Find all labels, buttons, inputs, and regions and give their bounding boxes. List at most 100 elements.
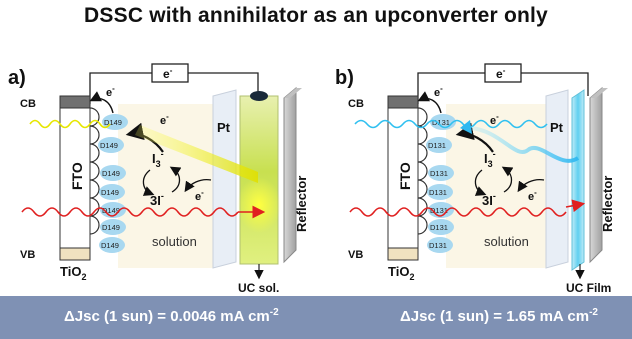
triiodide-label: I3-	[484, 149, 496, 169]
solution-label: solution	[484, 234, 529, 249]
pt-electron-arrow	[184, 178, 212, 193]
blue-light-wave	[354, 119, 548, 129]
dye-bubble	[427, 237, 453, 253]
cb-band	[387, 95, 419, 109]
dye-bubble	[100, 202, 126, 218]
redox-arrow-right	[501, 166, 514, 193]
dye-label: D131	[430, 169, 448, 178]
dye-label: D149	[102, 169, 120, 178]
result-b-sup: -2	[589, 307, 598, 318]
vb-band	[387, 247, 419, 261]
reflector-edge	[590, 88, 608, 98]
electron-label: e-	[434, 84, 443, 99]
regeneration-arrow	[455, 122, 494, 153]
reflector-label: Reflector	[294, 176, 309, 232]
tio2-nanoparticles	[417, 107, 428, 235]
dye-label: D131	[429, 241, 447, 250]
result-b: ΔJsc (1 sun) = 1.65 mA cm-2	[400, 307, 598, 325]
electron-label: e-	[490, 112, 499, 127]
result-a-text: ΔJsc (1 sun) = 0.0046 mA cm	[64, 308, 270, 325]
red-light-wave	[349, 207, 567, 217]
uc-film	[571, 89, 585, 271]
dye-label: D149	[102, 223, 120, 232]
tio2-nanoparticles	[89, 107, 100, 235]
injection-arrow	[417, 91, 442, 114]
redox-arrow-left	[142, 169, 155, 196]
panel-a: a) e- Pt UC sol. Reflector FTO CB VB TiO…	[8, 63, 309, 295]
pt-label: Pt	[550, 120, 564, 135]
injection-arrow	[89, 91, 114, 114]
load-box	[484, 63, 522, 83]
figure-title: DSSC with annihilator as an upconverter …	[84, 4, 548, 27]
redox-arrow-right	[169, 166, 182, 193]
uc-emission-glow	[237, 177, 281, 233]
cb-label: CB	[348, 98, 364, 110]
dye-label: D131	[432, 118, 450, 127]
result-bar: ΔJsc (1 sun) = 0.0046 mA cm-2 ΔJsc (1 su…	[0, 296, 632, 339]
tio2-label: TiO2	[388, 264, 414, 282]
pt-electrode	[212, 89, 237, 269]
load-electron-label: e-	[496, 66, 506, 81]
upconverted-beam	[469, 126, 580, 163]
pt-electron-arrow	[517, 178, 545, 193]
dye-bubble	[428, 219, 454, 235]
triiodide-label: I3-	[152, 149, 164, 169]
tio2-label: TiO2	[60, 264, 86, 282]
uc-label: UC sol.	[238, 281, 279, 295]
electron-label: e-	[160, 112, 169, 127]
dye-label: D149	[101, 241, 119, 250]
upconverted-beam	[135, 125, 258, 183]
cb-label: CB	[20, 98, 36, 110]
reflector-plate	[589, 86, 603, 264]
reflector-label: Reflector	[600, 176, 615, 232]
dye-bubble	[99, 237, 125, 253]
electron-label: e-	[106, 84, 115, 99]
electron-label: e-	[528, 188, 537, 203]
dye-label: D149	[100, 141, 118, 150]
reflector-edge	[284, 88, 302, 98]
dye-bubble	[100, 165, 126, 181]
dye-bubble	[100, 219, 126, 235]
result-b-text: ΔJsc (1 sun) = 1.65 mA cm	[400, 308, 590, 325]
dye-bubble	[428, 165, 454, 181]
yellow-light-wave	[29, 119, 111, 129]
pt-electrode	[545, 89, 569, 269]
dye-bubble	[426, 137, 452, 153]
load-box	[151, 63, 189, 83]
pt-label: Pt	[217, 120, 231, 135]
vb-label: VB	[20, 249, 35, 261]
reflector-plate	[283, 86, 297, 264]
diagram-canvas: a) e- Pt UC sol. Reflector FTO CB VB TiO…	[8, 63, 615, 295]
result-a: ΔJsc (1 sun) = 0.0046 mA cm-2	[64, 307, 279, 325]
dye-label: D131	[429, 188, 447, 197]
panel-label: b)	[335, 67, 354, 89]
load-electron-label: e-	[163, 66, 173, 81]
redox-arrow-left	[474, 169, 487, 196]
iodide-label: 3I-	[150, 191, 164, 208]
dye-label: D131	[430, 223, 448, 232]
dye-bubble	[98, 137, 124, 153]
uc-label: UC Film	[566, 281, 611, 295]
cb-band	[59, 95, 91, 109]
electron-label: e-	[195, 188, 204, 203]
red-light-arrow	[565, 199, 586, 213]
red-light-wave	[21, 207, 239, 217]
cuvette-cap	[250, 91, 268, 101]
solution-label: solution	[152, 234, 197, 249]
panel-label: a)	[8, 67, 26, 89]
dye-bubble	[99, 184, 125, 200]
upconverted-arrowhead	[460, 120, 472, 134]
dye-label: D149	[101, 188, 119, 197]
dye-label: D131	[430, 206, 448, 215]
fto-label: FTO	[69, 162, 85, 190]
dye-bubble	[427, 184, 453, 200]
fto-electrode	[59, 107, 91, 249]
dye-molecules: D131 D131 D131 D131 D131 D131 D131	[426, 114, 456, 253]
vb-label: VB	[348, 249, 363, 261]
iodide-label: 3I-	[482, 191, 496, 208]
fto-label: FTO	[397, 162, 413, 190]
dye-label: D131	[428, 141, 446, 150]
dye-label: D149	[104, 118, 122, 127]
dye-bubble	[428, 202, 454, 218]
dye-molecules: D149 D149 D149 D149 D149 D149 D149	[98, 114, 128, 253]
